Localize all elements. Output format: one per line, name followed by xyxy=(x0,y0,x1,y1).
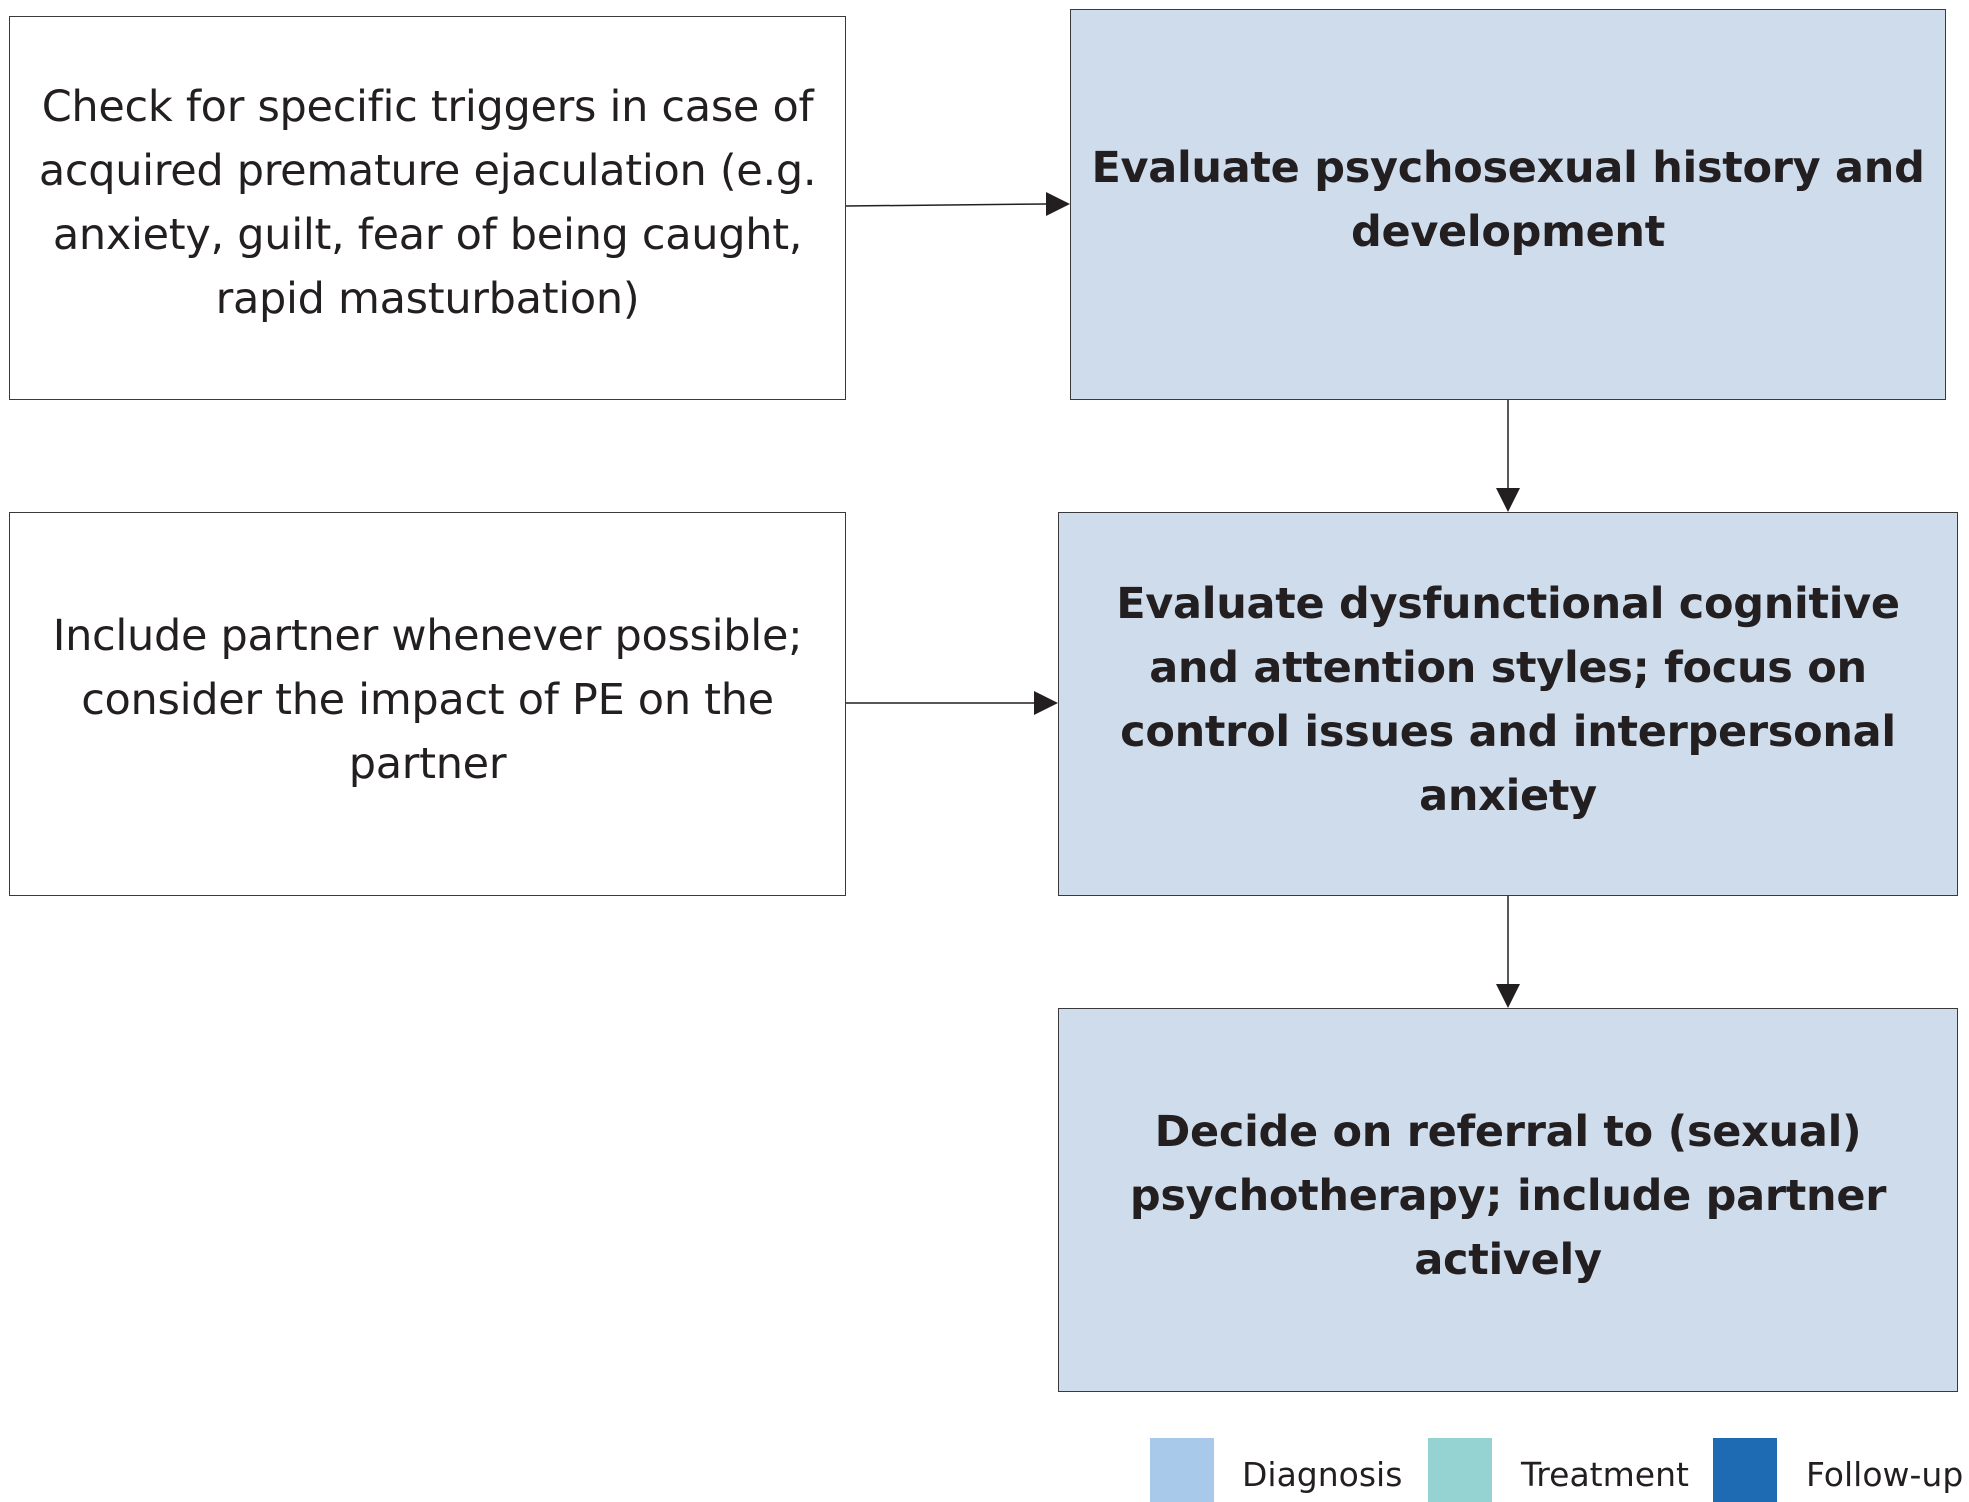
box-decide-referral: Decide on referral to (sexual) psychothe… xyxy=(1058,1008,1958,1392)
box-evaluate-cognitive: Evaluate dysfunctional cognitive and att… xyxy=(1058,512,1958,896)
legend-swatch-treatment xyxy=(1428,1438,1492,1502)
box-evaluate-history: Evaluate psychosexual history and develo… xyxy=(1070,9,1946,400)
legend-label-treatment: Treatment xyxy=(1521,1455,1689,1494)
arrowhead-history-to-cognitive xyxy=(1496,488,1520,512)
legend-swatch-follow-up xyxy=(1713,1438,1777,1502)
box-check-triggers: Check for specific triggers in case of a… xyxy=(9,16,846,400)
legend-swatch-diagnosis xyxy=(1150,1438,1214,1502)
arrowhead-partner-to-cognitive xyxy=(1034,691,1058,715)
legend-label-diagnosis: Diagnosis xyxy=(1242,1455,1403,1494)
legend-label-follow-up: Follow-up xyxy=(1806,1455,1964,1494)
arrowhead-cognitive-to-referral xyxy=(1496,984,1520,1008)
box-include-partner: Include partner whenever possible; consi… xyxy=(9,512,846,896)
box-evaluate-cognitive-text: Evaluate dysfunctional cognitive and att… xyxy=(1116,579,1900,821)
box-include-partner-text: Include partner whenever possible; consi… xyxy=(52,611,803,789)
arrowhead-triggers-to-history xyxy=(1046,192,1070,216)
box-decide-referral-text: Decide on referral to (sexual) psychothe… xyxy=(1129,1107,1887,1285)
arrow-triggers-to-history xyxy=(845,203,1047,207)
box-check-triggers-text: Check for specific triggers in case of a… xyxy=(38,82,817,324)
box-evaluate-history-text: Evaluate psychosexual history and develo… xyxy=(1091,142,1925,257)
